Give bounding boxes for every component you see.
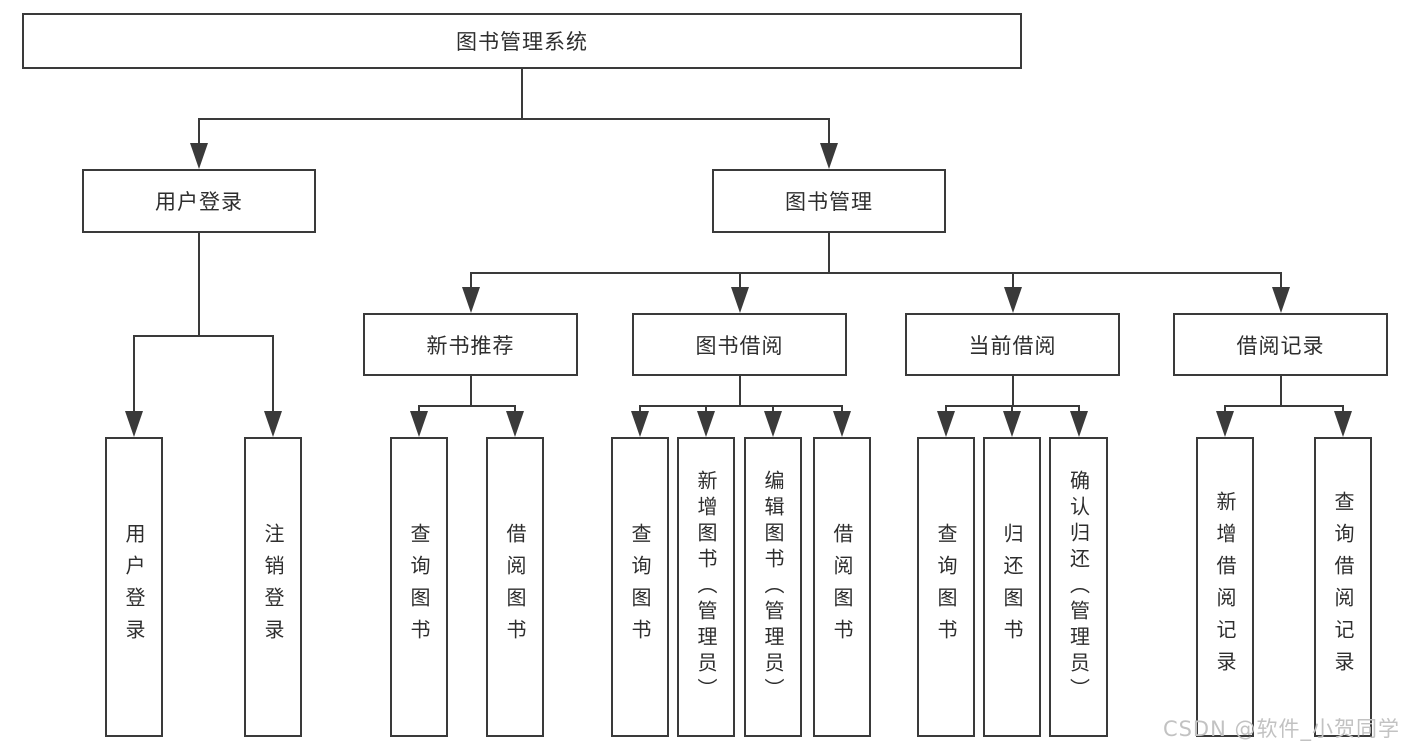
connector-drop xyxy=(1077,405,1080,415)
node-label-leaf-logout: 注销登录 xyxy=(261,523,285,651)
arrow-down-icon xyxy=(190,143,208,169)
node-label-leaf-cur-return-book: 归还图书 xyxy=(1000,523,1024,651)
node-box-leaf-bb-add-book: 新增图书（管理员） xyxy=(677,437,735,737)
connector-drop xyxy=(133,335,135,415)
connector-drop xyxy=(1342,405,1344,415)
connector-drop xyxy=(418,405,420,415)
node-box-new-book-rec: 新书推荐 xyxy=(363,313,578,376)
node-box-leaf-rec-query-record: 查询借阅记录 xyxy=(1314,437,1372,737)
node-box-leaf-cur-return-book: 归还图书 xyxy=(983,437,1041,737)
node-label-current-borrow: 当前借阅 xyxy=(968,333,1057,358)
connector-rail xyxy=(198,118,830,120)
node-box-book-mgmt: 图书管理 xyxy=(712,169,946,233)
connector-rail xyxy=(1224,405,1344,407)
node-label-leaf-new-query-book: 查询图书 xyxy=(407,523,431,651)
connector-stem xyxy=(1011,376,1014,407)
connector-stem xyxy=(198,233,200,337)
arrow-down-icon xyxy=(937,411,955,437)
connector-drop xyxy=(639,405,641,415)
watermark: CSDN @软件_小贺同学 xyxy=(1162,717,1400,741)
node-box-user-login: 用户登录 xyxy=(82,169,316,233)
connector-drop xyxy=(1011,405,1013,415)
connector-rail xyxy=(639,405,843,407)
node-label-root: 图书管理系统 xyxy=(456,30,588,54)
arrow-down-icon xyxy=(1003,411,1021,437)
connector-stem xyxy=(1279,376,1282,407)
connector-stem xyxy=(521,69,523,120)
node-label-leaf-new-borrow-book: 借阅图书 xyxy=(503,523,527,651)
node-box-leaf-cur-query-book: 查询图书 xyxy=(917,437,975,737)
arrow-down-icon xyxy=(125,411,143,437)
node-label-leaf-cur-confirm-return: 确认归还（管理员） xyxy=(1066,470,1091,704)
node-label-new-book-rec: 新书推荐 xyxy=(426,333,515,358)
connector-rail xyxy=(418,405,516,407)
node-label-user-login: 用户登录 xyxy=(155,190,243,214)
connector-drop xyxy=(469,272,472,291)
node-box-root: 图书管理系统 xyxy=(22,13,1022,69)
node-label-leaf-bb-borrow-book: 借阅图书 xyxy=(830,523,854,651)
node-box-current-borrow: 当前借阅 xyxy=(905,313,1120,376)
arrow-down-icon xyxy=(764,411,782,437)
connector-drop xyxy=(272,335,274,415)
node-label-book-borrow: 图书借阅 xyxy=(695,333,784,358)
node-box-borrow-records: 借阅记录 xyxy=(1173,313,1388,376)
arrow-down-icon xyxy=(506,411,524,437)
connector-drop xyxy=(841,405,843,415)
arrow-down-icon xyxy=(697,411,715,437)
arrow-down-icon xyxy=(1334,411,1352,437)
node-label-borrow-records: 借阅记录 xyxy=(1236,333,1325,358)
connector-drop xyxy=(738,272,741,291)
node-box-book-borrow: 图书借阅 xyxy=(632,313,847,376)
node-label-leaf-rec-add-record: 新增借阅记录 xyxy=(1213,491,1237,683)
connector-stem xyxy=(469,376,472,407)
connector-stem xyxy=(828,233,830,274)
node-box-leaf-cur-confirm-return: 确认归还（管理员） xyxy=(1049,437,1108,737)
connector-drop xyxy=(1011,272,1014,291)
node-label-leaf-cur-query-book: 查询图书 xyxy=(934,523,958,651)
node-label-leaf-bb-add-book: 新增图书（管理员） xyxy=(694,470,718,704)
node-box-leaf-user-login: 用户登录 xyxy=(105,437,163,737)
connector-drop xyxy=(1279,272,1282,291)
connector-drop xyxy=(514,405,516,415)
connector-rail xyxy=(469,272,1282,274)
node-box-leaf-bb-query-book: 查询图书 xyxy=(611,437,669,737)
arrow-down-icon xyxy=(820,143,838,169)
node-box-leaf-new-borrow-book: 借阅图书 xyxy=(486,437,544,737)
connector-drop xyxy=(1224,405,1226,415)
node-label-leaf-bb-edit-book: 编辑图书（管理员） xyxy=(761,470,785,704)
connector-rail xyxy=(133,335,274,337)
connector-drop xyxy=(705,405,707,415)
arrow-down-icon xyxy=(461,287,480,313)
arrow-down-icon xyxy=(631,411,649,437)
connector-drop xyxy=(198,118,200,147)
connector-drop xyxy=(772,405,774,415)
arrow-down-icon xyxy=(1271,287,1290,313)
node-box-leaf-bb-edit-book: 编辑图书（管理员） xyxy=(744,437,802,737)
arrow-down-icon xyxy=(410,411,428,437)
node-label-leaf-rec-query-record: 查询借阅记录 xyxy=(1331,491,1355,683)
node-box-leaf-rec-add-record: 新增借阅记录 xyxy=(1196,437,1254,737)
arrow-down-icon xyxy=(730,287,749,313)
node-box-leaf-logout: 注销登录 xyxy=(244,437,302,737)
arrow-down-icon xyxy=(833,411,851,437)
node-label-book-mgmt: 图书管理 xyxy=(785,190,873,214)
node-box-leaf-bb-borrow-book: 借阅图书 xyxy=(813,437,871,737)
arrow-down-icon xyxy=(1069,411,1088,437)
arrow-down-icon xyxy=(1003,287,1022,313)
connector-drop xyxy=(945,405,947,415)
node-label-leaf-bb-query-book: 查询图书 xyxy=(628,523,652,651)
connector-stem xyxy=(738,376,741,407)
node-label-leaf-user-login: 用户登录 xyxy=(122,523,146,651)
arrow-down-icon xyxy=(264,411,282,437)
connector-drop xyxy=(828,118,830,147)
node-box-leaf-new-query-book: 查询图书 xyxy=(390,437,448,737)
arrow-down-icon xyxy=(1216,411,1234,437)
